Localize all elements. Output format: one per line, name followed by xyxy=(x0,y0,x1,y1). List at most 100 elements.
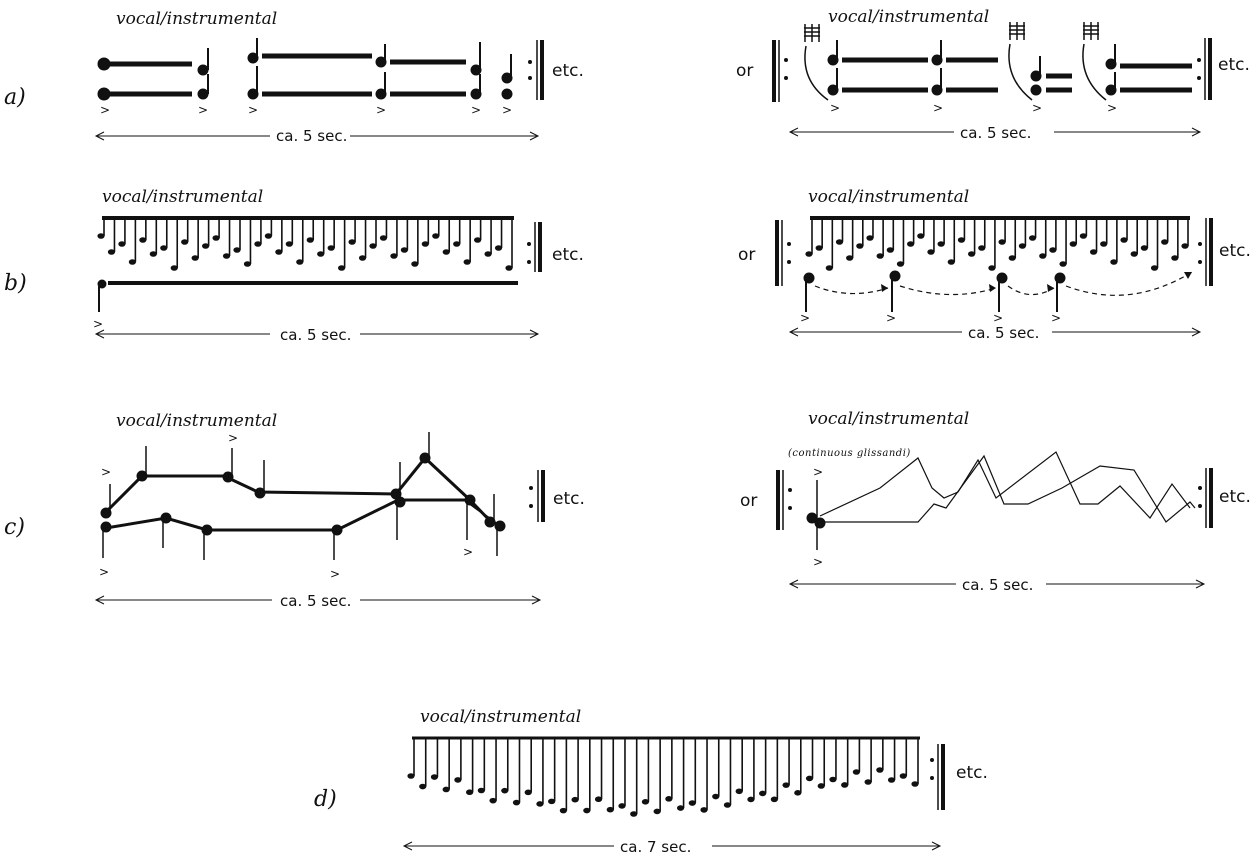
note-head xyxy=(275,249,283,255)
note-head xyxy=(306,237,314,243)
note-head xyxy=(484,251,492,257)
note-head xyxy=(559,807,567,814)
vocal-instrumental-label-d: vocal/instrumental xyxy=(420,707,581,727)
note-head xyxy=(876,767,884,773)
note-head xyxy=(864,779,872,785)
note-head xyxy=(1130,251,1138,257)
duration-label-b-left: ca. 5 sec. xyxy=(280,326,351,344)
drone-b-left xyxy=(97,279,518,312)
note-head xyxy=(846,255,854,261)
note-head xyxy=(998,239,1006,245)
note-head xyxy=(770,796,778,803)
note-head xyxy=(442,786,450,793)
note-head xyxy=(536,801,544,807)
note-head xyxy=(442,249,450,255)
note-head xyxy=(348,239,356,245)
note-head xyxy=(390,253,398,259)
duration-label-a-right: ca. 5 sec. xyxy=(960,124,1031,142)
note-head xyxy=(735,788,743,795)
note-head xyxy=(118,241,126,247)
note-head xyxy=(1059,261,1067,267)
beamed-notes-b-left xyxy=(97,216,514,271)
note-head xyxy=(641,799,650,805)
note-head xyxy=(212,235,220,241)
note-head xyxy=(222,253,231,259)
repeat-open-b-right xyxy=(775,220,791,286)
repeat-barline-b-left xyxy=(527,222,542,272)
note-head xyxy=(1140,245,1148,251)
label-b: b) xyxy=(4,271,27,296)
continuous-glissandi-label: (continuous glissandi) xyxy=(788,448,911,459)
vocal-instrumental-label-c-right: vocal/instrumental xyxy=(808,409,969,429)
note-head xyxy=(794,790,802,796)
note-head xyxy=(489,797,497,804)
note-head xyxy=(400,247,408,253)
note-head xyxy=(907,241,915,247)
note-head xyxy=(432,233,440,239)
note-head xyxy=(317,251,325,257)
etc-b-left: etc. xyxy=(552,245,584,265)
note-head xyxy=(917,233,925,239)
svg-text:>: > xyxy=(376,103,386,117)
vocal-instrumental-label-b-left: vocal/instrumental xyxy=(102,187,263,207)
note-head xyxy=(571,796,579,803)
note-head xyxy=(947,259,955,265)
note-head xyxy=(454,777,462,783)
note-head xyxy=(1171,255,1179,261)
note-head xyxy=(477,787,485,794)
note-head xyxy=(887,777,896,783)
note-head xyxy=(191,255,199,261)
note-head xyxy=(411,261,419,267)
repeat-barline-d xyxy=(930,744,945,810)
note-head xyxy=(466,789,474,796)
note-head xyxy=(700,807,708,813)
accents-c-left: > > > > > xyxy=(99,431,473,581)
note-head xyxy=(149,251,157,257)
note-head xyxy=(688,800,696,806)
note-head xyxy=(421,241,429,247)
svg-text:>: > xyxy=(463,545,473,559)
note-head xyxy=(1181,243,1189,249)
svg-text:>: > xyxy=(993,311,1003,325)
svg-text:>: > xyxy=(99,565,109,579)
dashed-ties-b-right xyxy=(814,271,1193,296)
or-a: or xyxy=(736,61,753,81)
svg-text:>: > xyxy=(198,103,208,117)
note-head xyxy=(369,243,377,249)
note-head xyxy=(988,265,996,271)
note-head xyxy=(285,241,293,247)
note-head xyxy=(1150,265,1159,271)
note-head xyxy=(97,233,105,239)
note-head xyxy=(512,799,521,806)
accent-c-right-bottom: > xyxy=(813,555,823,569)
note-head xyxy=(264,233,272,239)
note-head xyxy=(358,255,367,261)
note-head xyxy=(815,245,823,251)
note-head xyxy=(160,245,168,251)
vocal-instrumental-label-c-left: vocal/instrumental xyxy=(116,411,277,431)
section-a: a) vocal/instrumental xyxy=(4,7,1250,145)
repeat-barline-a-left xyxy=(528,40,544,100)
note-head xyxy=(825,265,833,271)
repeat-open-a-right xyxy=(772,40,788,102)
note-head xyxy=(501,787,509,794)
note-head xyxy=(1018,243,1027,249)
note-head xyxy=(653,808,661,815)
note-head xyxy=(139,237,147,243)
or-c: or xyxy=(740,491,757,511)
svg-text:>: > xyxy=(1032,101,1042,115)
section-d: d) vocal/instrumental etc. ca. 7 sec. xyxy=(314,707,988,856)
note-head xyxy=(665,796,673,802)
accents-a-left: > > > > > > xyxy=(100,103,512,117)
repeat-barline-b-right xyxy=(1198,218,1213,286)
duration-label-c-right: ca. 5 sec. xyxy=(962,576,1033,594)
note-head xyxy=(463,259,471,265)
svg-text:>: > xyxy=(830,101,840,115)
bass-notes-b-right xyxy=(803,270,1066,312)
or-b: or xyxy=(738,245,755,265)
beamed-notes-b-right xyxy=(805,216,1190,271)
note-head xyxy=(957,237,966,243)
duration-arrow-a-left xyxy=(94,131,540,141)
note-head xyxy=(630,811,638,817)
note-head xyxy=(866,235,874,241)
